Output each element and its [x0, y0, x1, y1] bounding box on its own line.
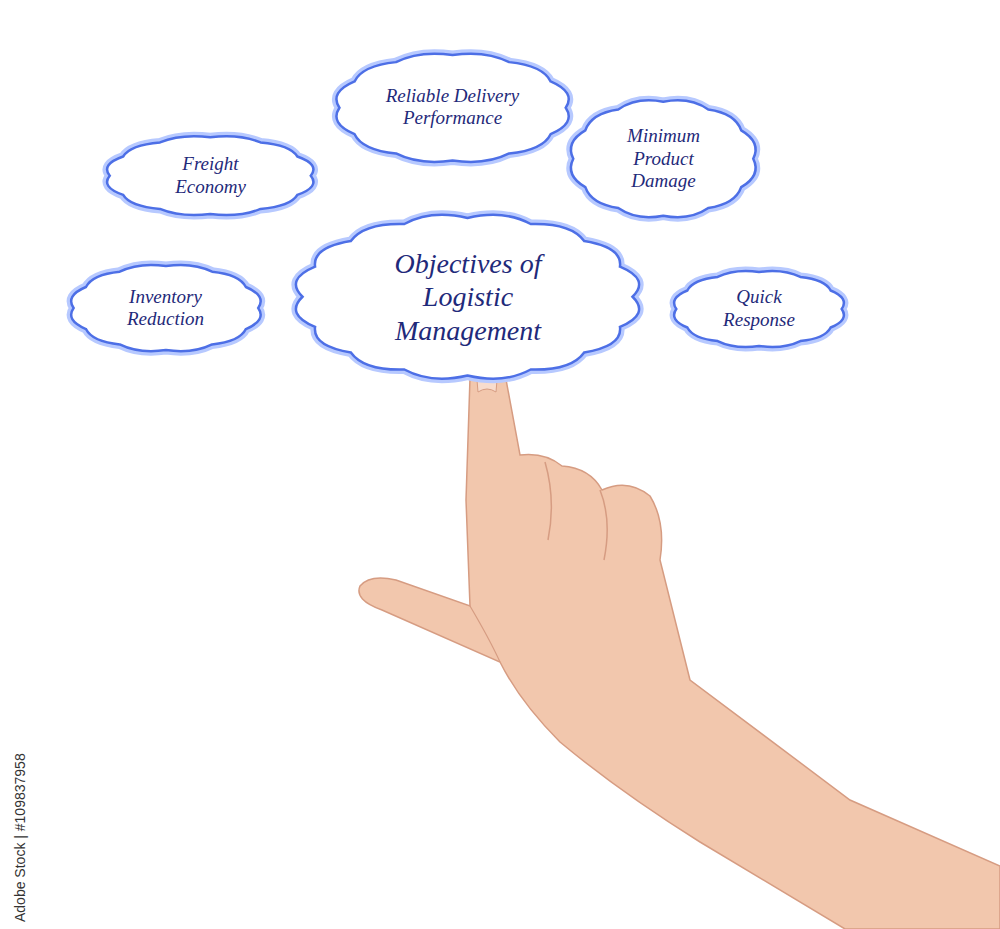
cloud-border	[571, 101, 756, 218]
cloud-glow	[336, 53, 568, 161]
cloud-border	[336, 53, 568, 161]
cloud-glow	[296, 215, 639, 379]
cloud-box: Quick Response	[665, 265, 853, 353]
cloud-border	[296, 215, 639, 379]
cloud-text: Inventory Reduction	[105, 286, 225, 332]
cloud-glow	[107, 137, 313, 216]
hand-shape	[359, 364, 1000, 929]
cloud-text: Freight Economy	[150, 153, 270, 199]
knuckle-crease	[545, 462, 551, 540]
cloud-text: Minimum Product Damage	[608, 125, 718, 193]
cloud-border	[107, 137, 313, 216]
cloud-text: Quick Response	[714, 286, 804, 332]
watermark-text: Adobe Stock | #109837958	[12, 753, 28, 922]
cloud-border	[71, 265, 261, 351]
cloud-box: Minimum Product Damage	[561, 91, 766, 227]
cloud-text: Objectives of Logistic Management	[368, 247, 568, 348]
cloud-box: Inventory Reduction	[61, 258, 271, 358]
cloud-border	[674, 271, 844, 347]
cloud-box: Freight Economy	[96, 130, 325, 221]
cloud-glow	[674, 271, 844, 347]
cloud-box: Reliable Delivery Performance	[324, 45, 581, 171]
knuckle-crease	[600, 490, 607, 560]
cloud-glow	[571, 101, 756, 218]
cloud-text: Reliable Delivery Performance	[367, 85, 537, 131]
thumb-crease	[470, 606, 500, 662]
cloud-glow	[71, 265, 261, 351]
cloud-box: Objectives of Logistic Management	[280, 203, 655, 391]
